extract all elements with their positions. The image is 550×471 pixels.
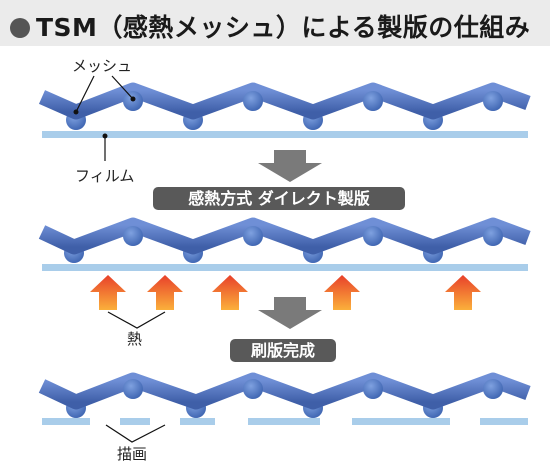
step-label-2: 刷版完成 — [251, 341, 315, 360]
film-label: フィルム — [75, 167, 134, 185]
mesh-dots-upper-2 — [123, 226, 503, 246]
step-label-1: 感熱方式 ダイレクト製版 — [188, 189, 370, 208]
film-leader-dot — [102, 133, 108, 139]
mesh-section-1 — [38, 82, 531, 138]
image-leader — [105, 424, 166, 443]
heat-label: 熱 — [127, 330, 142, 348]
heat-arrows — [90, 275, 481, 310]
mesh-leader-left — [75, 75, 95, 113]
process-arrow-1 — [258, 150, 322, 182]
mesh-wave-3 — [38, 372, 531, 410]
mesh-dots-upper-3 — [123, 379, 503, 399]
heat-arrow-3 — [212, 275, 248, 310]
mesh-section-2 — [38, 217, 531, 271]
step-banner-2 — [230, 339, 336, 362]
mesh-wave-2 — [38, 217, 531, 255]
mesh-leader-dot-left — [73, 109, 79, 115]
film-segments-3 — [42, 418, 528, 425]
mesh-dots-upper-1 — [123, 91, 503, 111]
process-arrow-2 — [258, 297, 322, 329]
heat-arrow-1 — [90, 275, 126, 310]
title-bar: TSM（感熱メッシュ）による製版の仕組み — [0, 0, 550, 46]
mesh-dots-lower-3 — [66, 398, 443, 418]
heat-arrow-2 — [147, 275, 183, 310]
film-strip-1 — [42, 131, 528, 138]
mesh-label: メッシュ — [72, 57, 132, 75]
step-banner-1 — [153, 187, 405, 210]
image-label: 描画 — [117, 445, 147, 463]
mesh-section-3 — [38, 372, 531, 425]
mesh-dots-lower-1 — [66, 110, 443, 130]
heat-arrow-5 — [445, 275, 481, 310]
title-label: TSM（感熱メッシュ）による製版の仕組み — [36, 13, 531, 42]
mesh-dots-lower-2 — [64, 243, 443, 263]
mesh-leader-dot-right — [130, 96, 136, 102]
mesh-wave-1 — [38, 82, 531, 120]
film-strip-2 — [42, 264, 528, 271]
page-title: TSM（感熱メッシュ）による製版の仕組み — [10, 8, 530, 44]
heat-arrow-4 — [324, 275, 360, 310]
heat-leader — [107, 311, 166, 329]
bullet-icon — [10, 18, 30, 38]
mesh-leader-right — [111, 75, 134, 100]
